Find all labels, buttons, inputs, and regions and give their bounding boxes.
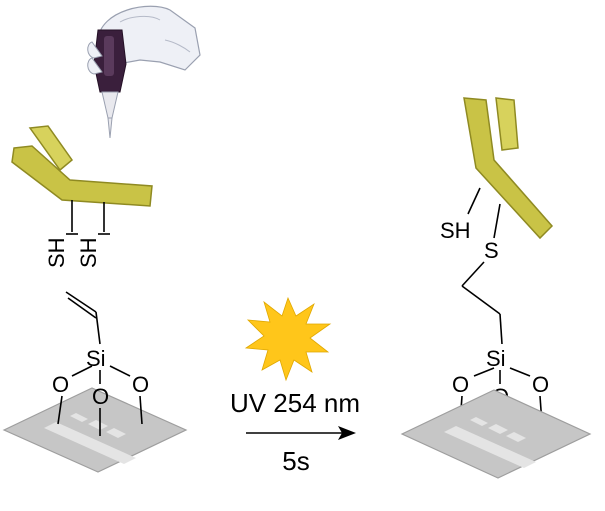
thiol-label-1: SH (44, 237, 69, 268)
silicon-label-left: Si (86, 346, 106, 371)
reaction-arrow (246, 426, 356, 440)
vinyl-silane-left (57, 291, 143, 436)
silicon-label-right: Si (486, 346, 506, 371)
reaction-condition-wavelength: UV 254 nm (230, 388, 360, 418)
thiol-group-left (66, 200, 110, 235)
oxygen-label-left-2: O (92, 384, 109, 409)
pipette-hand-icon (87, 5, 201, 139)
reaction-condition-time: 5s (282, 446, 309, 476)
substrate-right (400, 389, 592, 479)
thiol-label-right: SH (440, 218, 471, 243)
thiol-label-2: SH (76, 237, 101, 268)
oxygen-label-left-1: O (52, 372, 69, 397)
uv-light-icon (244, 296, 332, 382)
antibody-icon-left (11, 125, 153, 207)
substrate-left (2, 387, 188, 473)
sulfur-label-right: S (484, 238, 499, 263)
antibody-icon-right (463, 97, 554, 240)
thioether-linker-right (459, 187, 543, 436)
oxygen-label-right-1: O (452, 372, 469, 397)
oxygen-label-left-3: O (132, 372, 149, 397)
oxygen-label-right-3: O (532, 372, 549, 397)
